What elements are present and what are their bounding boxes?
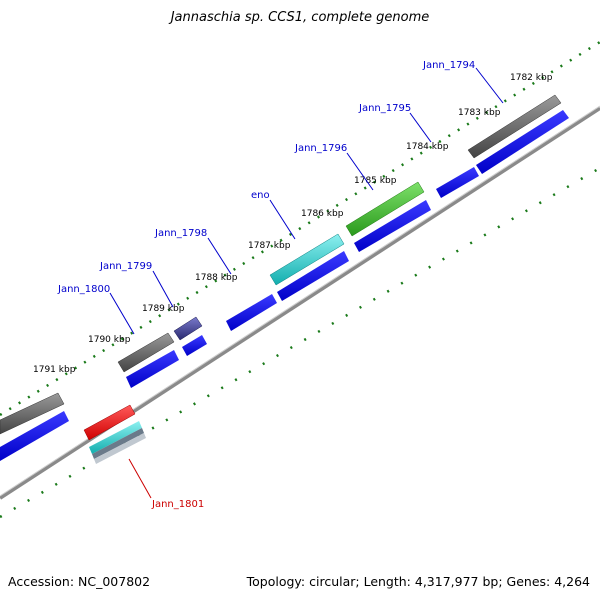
kbp-label: 1790 kbp (88, 335, 131, 345)
gene-block-left-gray[interactable] (0, 392, 65, 435)
gene-label-jann-1798[interactable]: Jann_1798 (154, 228, 207, 239)
page-title: Jannaschia sp. CCS1, complete genome (170, 10, 430, 25)
gene-label-jann-1795[interactable]: Jann_1795 (358, 103, 411, 114)
gene-label-jann-1794[interactable]: Jann_1794 (422, 60, 475, 71)
gene-label-eno[interactable]: eno (251, 190, 270, 201)
cds-block[interactable] (226, 294, 277, 331)
kbp-label: 1788 kbp (195, 273, 238, 283)
gene-block-jann-1800[interactable] (117, 332, 175, 373)
kbp-scale-labels: 1782 kbp 1783 kbp 1784 kbp 1785 kbp 1786… (33, 73, 553, 375)
cds-block[interactable] (182, 335, 207, 356)
gene-block-jann-1796[interactable] (345, 181, 425, 237)
gene-labels: Jann_1794 Jann_1795 Jann_1796 eno Jann_1… (57, 60, 475, 510)
kbp-label: 1784 kbp (406, 142, 449, 152)
gene-block-jann-1801[interactable] (83, 404, 146, 464)
accession-text: Accession: NC_007802 (8, 574, 151, 589)
cds-block[interactable] (126, 350, 179, 388)
cds-block[interactable] (476, 110, 569, 174)
label-leaders (109, 67, 504, 499)
kbp-label: 1787 kbp (248, 241, 291, 251)
outer-scale-line (0, 40, 600, 417)
kbp-label: 1782 kbp (510, 73, 553, 83)
cds-block[interactable] (0, 411, 69, 461)
kbp-label: 1791 kbp (33, 365, 76, 375)
gene-label-jann-1799[interactable]: Jann_1799 (99, 261, 152, 272)
blue-cds-row (0, 110, 569, 461)
topology-text: Topology: circular; Length: 4,317,977 bp… (246, 574, 590, 589)
kbp-label: 1786 kbp (301, 209, 344, 219)
kbp-label: 1785 kbp (354, 176, 397, 186)
gene-block-jann-1799[interactable] (173, 316, 203, 341)
gene-block-jann-1794[interactable] (467, 94, 562, 159)
gene-block-eno[interactable] (269, 233, 345, 286)
gene-label-jann-1796[interactable]: Jann_1796 (294, 143, 347, 154)
gene-label-jann-1801[interactable]: Jann_1801 (151, 499, 204, 510)
kbp-label: 1783 kbp (458, 108, 501, 118)
cds-block[interactable] (436, 167, 479, 198)
cds-block[interactable] (354, 200, 431, 252)
cds-block[interactable] (277, 251, 349, 301)
kbp-label: 1789 kbp (142, 304, 185, 314)
gene-label-jann-1800[interactable]: Jann_1800 (57, 284, 110, 295)
